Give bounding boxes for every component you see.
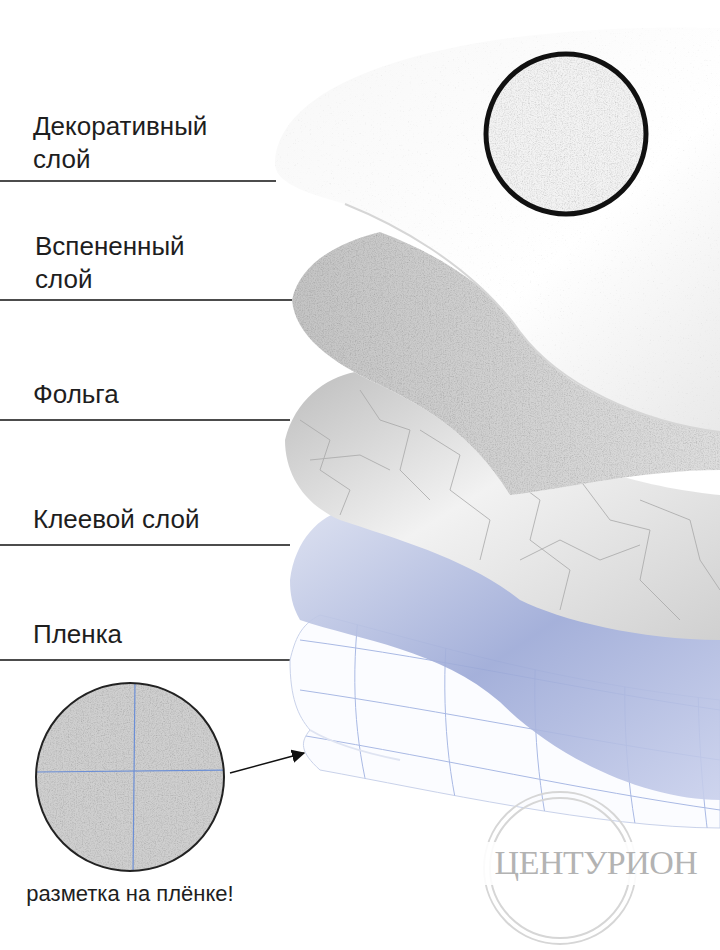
layer-label: Декоративный слой	[33, 110, 233, 175]
label-underlines	[0, 181, 300, 660]
layer-label: Клеевой слой	[33, 503, 253, 536]
callout-caption: разметка на плёнке!	[20, 880, 240, 908]
watermark: ЦЕНТУРИОН	[478, 842, 714, 885]
layer-label: Пленка	[33, 618, 233, 651]
decorative-layer	[275, 27, 720, 432]
layer-label: Вспененный слой	[35, 230, 235, 295]
pointer-arrow	[230, 753, 304, 773]
layer-label: Фольга	[33, 378, 233, 411]
texture-magnifier	[486, 54, 646, 214]
marking-magnifier	[34, 680, 228, 875]
